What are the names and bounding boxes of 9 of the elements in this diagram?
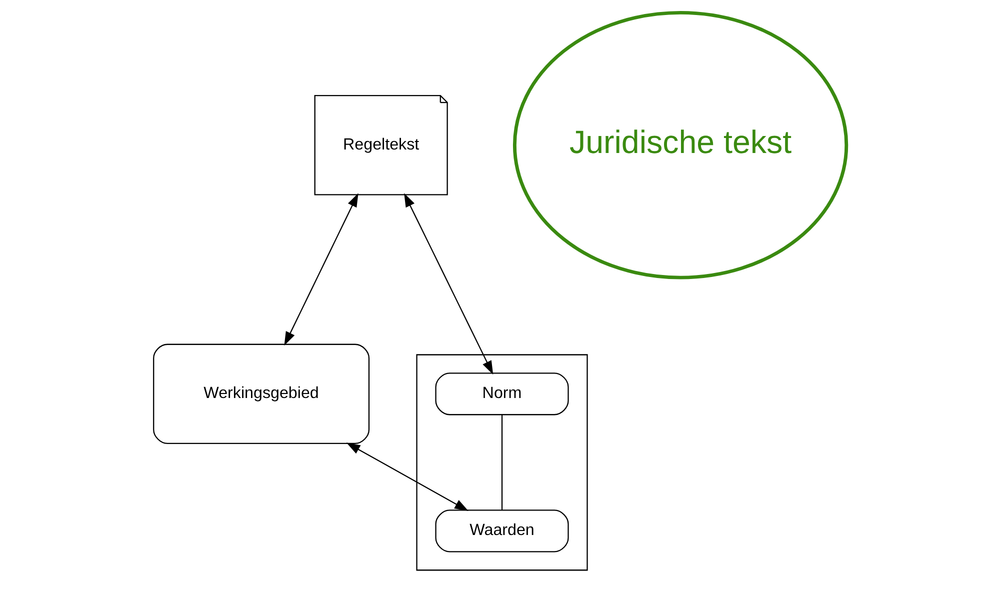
cluster	[416, 354, 588, 571]
node-box: Norm	[435, 372, 569, 416]
arrow	[404, 193, 494, 375]
connector	[501, 414, 503, 510]
node-box: Werkingsgebied	[153, 344, 370, 444]
arrow	[284, 193, 358, 346]
node-box: Waarden	[435, 510, 569, 552]
arrow	[346, 442, 468, 512]
node-ellipse: Juridische tekst	[512, 10, 848, 280]
